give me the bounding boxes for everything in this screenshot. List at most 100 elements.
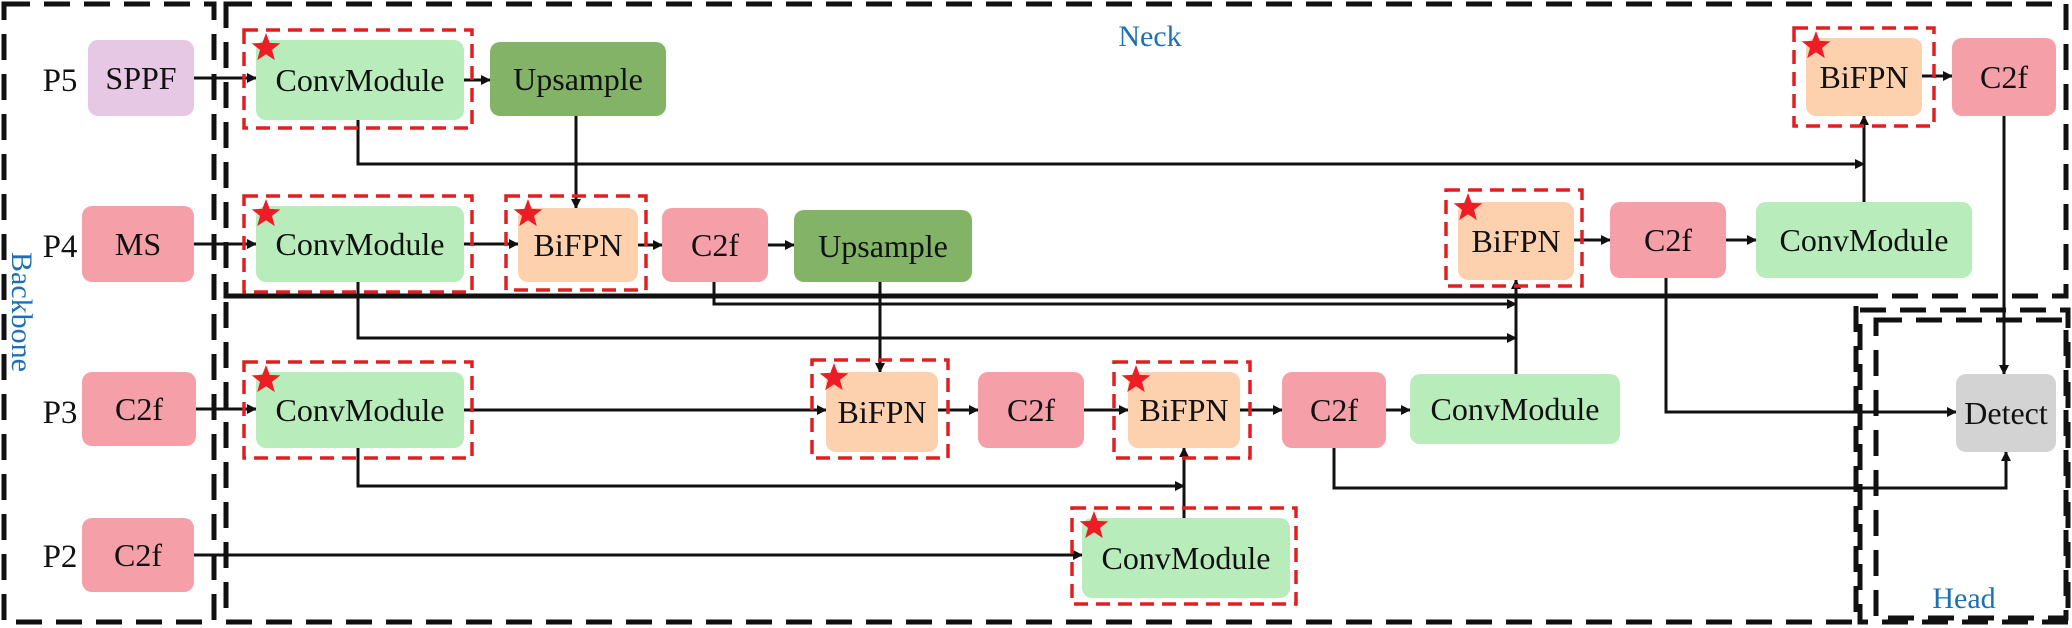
node-label: Upsample — [513, 61, 643, 97]
star-icon — [1079, 511, 1109, 539]
node-label: ConvModule — [276, 62, 445, 98]
highlight-box-bifpn4 — [1444, 188, 1584, 288]
star-icon — [251, 33, 281, 61]
node-label: C2f — [1980, 59, 2028, 95]
node-conv_p5: ConvModule — [251, 33, 464, 120]
node-box — [1610, 202, 1726, 278]
star-icon — [1453, 193, 1483, 221]
node-label: SPPF — [105, 60, 176, 96]
node-label: ConvModule — [1102, 540, 1271, 576]
node-box — [1952, 38, 2056, 116]
highlight-box-bifpn3 — [1112, 360, 1252, 460]
node-c2f_p3: C2f — [82, 372, 196, 446]
star-icon — [1121, 365, 1151, 393]
node-sppf: SPPF — [88, 40, 194, 116]
node-box — [978, 372, 1084, 448]
node-c2f_n1: C2f — [662, 208, 768, 282]
node-box — [1956, 374, 2056, 452]
node-bifpn5: BiFPN — [1801, 31, 1922, 116]
node-bifpn1: BiFPN — [513, 199, 638, 282]
node-conv_n3: ConvModule — [1410, 374, 1620, 444]
node-label: C2f — [1310, 392, 1358, 428]
backbone-region — [1, 1, 217, 625]
edge-c2f_n3-to-detect — [1332, 448, 2011, 490]
level-label-p3: P3 — [43, 395, 78, 431]
node-label: MS — [115, 226, 161, 262]
section-label-neck: Neck — [1118, 20, 1181, 53]
node-box — [256, 40, 464, 120]
highlight-box-bifpn5 — [1792, 26, 1936, 128]
node-label: C2f — [114, 537, 162, 573]
node-label: ConvModule — [1780, 222, 1949, 258]
node-label: C2f — [691, 227, 739, 263]
level-label-p4: P4 — [43, 229, 78, 265]
node-conv_p3: ConvModule — [251, 365, 464, 448]
node-label: ConvModule — [1431, 391, 1600, 427]
node-label: C2f — [115, 391, 163, 427]
highlight-box-conv_p2 — [1070, 506, 1298, 606]
node-box — [82, 518, 194, 592]
node-label: ConvModule — [276, 226, 445, 262]
star-icon — [251, 365, 281, 393]
star-icon — [819, 363, 849, 391]
node-box — [826, 372, 938, 452]
node-conv_p4: ConvModule — [251, 199, 464, 282]
node-box — [1756, 202, 1972, 278]
highlight-box-bifpn1 — [504, 194, 648, 292]
node-box — [1082, 518, 1290, 598]
section-label-backbone: Backbone — [5, 252, 38, 372]
node-box — [1458, 202, 1574, 280]
node-box — [518, 208, 638, 282]
edge-c2f_n1-to-bifpn4 — [712, 282, 1517, 309]
node-box — [82, 206, 194, 282]
node-conv_p2: ConvModule — [1079, 511, 1290, 598]
node-label: BiFPN — [534, 227, 623, 263]
node-upsample1: Upsample — [490, 42, 666, 116]
node-label: C2f — [1644, 222, 1692, 258]
section-label-head: Head — [1932, 582, 1995, 615]
node-label: BiFPN — [1820, 59, 1909, 95]
highlight-box-conv_p3 — [242, 360, 474, 460]
node-label: C2f — [1007, 392, 1055, 428]
node-upsample2: Upsample — [794, 210, 972, 282]
node-c2f_n5: C2f — [1952, 38, 2056, 116]
node-detect: Detect — [1956, 374, 2056, 452]
node-ms: MS — [82, 206, 194, 282]
edge-conv_p3-to-bifpn3 — [356, 448, 1185, 491]
node-box — [256, 372, 464, 448]
node-box — [1806, 38, 1922, 116]
level-label-p2: P2 — [43, 539, 78, 575]
head-region — [1857, 307, 2071, 625]
node-box — [490, 42, 666, 116]
node-c2f_n4: C2f — [1610, 202, 1726, 278]
highlight-box-conv_p5 — [242, 28, 474, 130]
node-c2f_n2: C2f — [978, 372, 1084, 448]
node-label: ConvModule — [276, 392, 445, 428]
neck-region-lower — [223, 293, 1859, 625]
edge-conv_p5-to-bifpn5 — [356, 120, 1865, 169]
node-box — [1282, 372, 1386, 448]
node-bifpn4: BiFPN — [1453, 193, 1574, 280]
node-label: BiFPN — [1140, 392, 1229, 428]
node-box — [1410, 374, 1620, 444]
highlight-box-bifpn2 — [810, 358, 950, 460]
node-box — [794, 210, 972, 282]
node-c2f_n3: C2f — [1282, 372, 1386, 448]
node-label: Upsample — [818, 228, 948, 264]
node-c2f_p2: C2f — [82, 518, 194, 592]
node-box — [256, 206, 464, 282]
node-bifpn3: BiFPN — [1121, 365, 1240, 448]
edge-conv_p4-to-bifpn4 — [356, 282, 1517, 343]
node-conv_n4: ConvModule — [1756, 202, 1972, 278]
node-bifpn2: BiFPN — [819, 363, 938, 452]
highlight-box-conv_p4 — [242, 194, 474, 294]
node-label: BiFPN — [838, 394, 927, 430]
star-icon — [251, 199, 281, 227]
node-box — [1128, 372, 1240, 448]
level-label-p5: P5 — [43, 63, 78, 99]
star-icon — [1801, 31, 1831, 59]
node-box — [88, 40, 194, 116]
edge-c2f_n4-to-detect — [1664, 278, 1957, 417]
